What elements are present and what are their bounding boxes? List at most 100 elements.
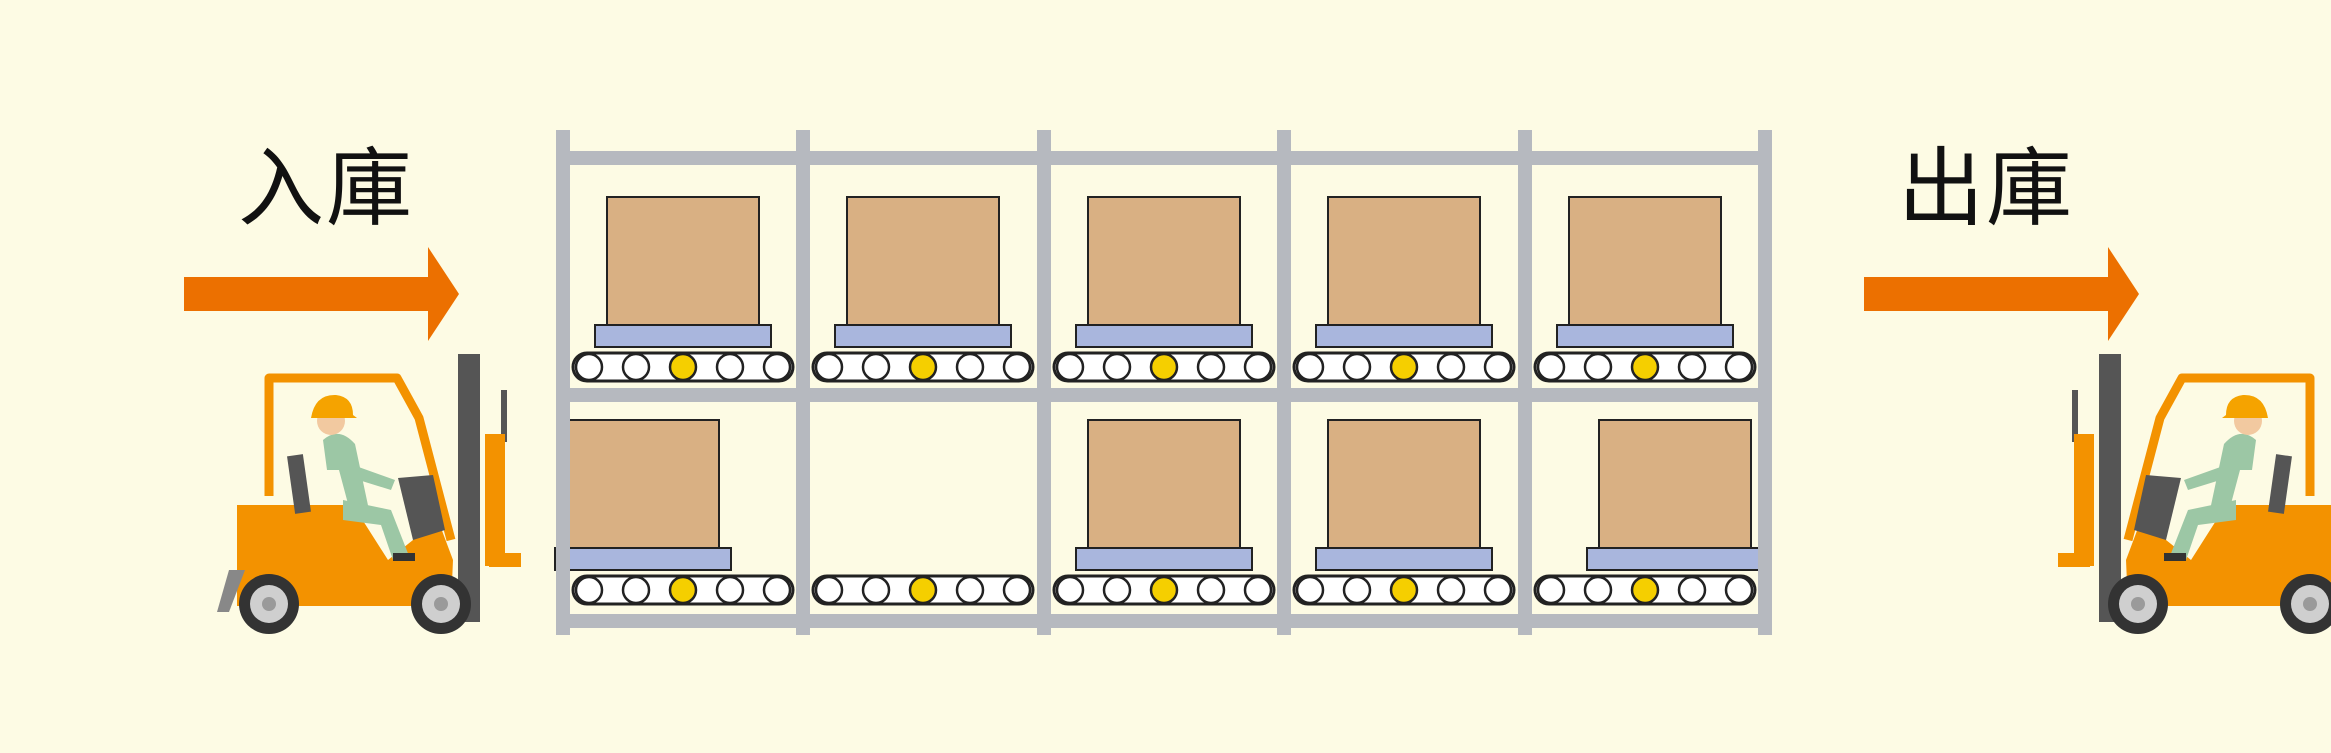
dashboard (398, 475, 445, 540)
roller (1677, 575, 1707, 605)
forklift-mast (458, 354, 480, 622)
carton-on-pallet (554, 419, 732, 571)
roller-conveyor (1533, 574, 1757, 606)
conveyors (571, 351, 1757, 606)
roller (1055, 575, 1085, 605)
worker-helmet (311, 394, 357, 418)
rack-beam (560, 614, 1770, 628)
pallet (554, 547, 732, 571)
roller (1677, 352, 1707, 382)
pallet (1315, 324, 1493, 348)
roller (1196, 352, 1226, 382)
roller (1002, 352, 1032, 382)
outbound-label: 出庫 (1898, 139, 2074, 239)
forklift-carriage (2074, 434, 2094, 566)
worker-shoe (2164, 553, 2186, 561)
rack-post (1518, 130, 1532, 635)
forklift-mast-rail (2072, 390, 2078, 442)
outbound-forklift (2058, 354, 2331, 634)
roller-highlight (1149, 352, 1179, 382)
seat-back (287, 454, 311, 514)
roller-conveyor (571, 351, 795, 383)
wheel-center (262, 597, 276, 611)
roller (955, 352, 985, 382)
roller (621, 352, 651, 382)
worker-helmet (2222, 394, 2268, 418)
roller-conveyor (1292, 351, 1516, 383)
roller-conveyor (811, 574, 1035, 606)
rack-posts (556, 130, 1772, 635)
worker-torso (323, 433, 369, 515)
roller (621, 575, 651, 605)
inbound-arrow (184, 247, 459, 341)
forklift-fork (2058, 553, 2090, 567)
roller (762, 575, 792, 605)
roller (1243, 575, 1273, 605)
inbound-label: 入庫 (238, 139, 414, 239)
forklifts (217, 354, 2331, 634)
rack-post (1037, 130, 1051, 635)
roller-highlight (1389, 575, 1419, 605)
wheel-center (2131, 597, 2145, 611)
pallet (1556, 324, 1734, 348)
roller-conveyor (811, 351, 1035, 383)
rack-beam (560, 388, 1770, 402)
roller-highlight (1630, 575, 1660, 605)
roller (1102, 352, 1132, 382)
rack-post (1277, 130, 1291, 635)
carton (846, 196, 1000, 326)
carton-on-pallet (1556, 196, 1734, 348)
roller-highlight (908, 575, 938, 605)
roller-highlight (1630, 352, 1660, 382)
roller (1102, 575, 1132, 605)
worker-torso (2210, 433, 2256, 515)
roller-highlight (1389, 352, 1419, 382)
overhead-guard (264, 373, 456, 542)
carton-on-pallet (1586, 419, 1764, 571)
flow-arrows (184, 247, 2139, 341)
roller (1583, 352, 1613, 382)
outbound-arrow (1864, 247, 2139, 341)
roller (1724, 352, 1754, 382)
carton-on-pallet (594, 196, 772, 348)
wheel-center (434, 597, 448, 611)
roller-highlight (668, 575, 698, 605)
carton (1327, 419, 1481, 549)
roller-conveyor (1292, 574, 1516, 606)
cartons (554, 196, 1764, 571)
forklift-body (237, 505, 453, 606)
roller (715, 352, 745, 382)
roller (1055, 352, 1085, 382)
overhead-guard (2123, 373, 2315, 542)
carton (1087, 196, 1241, 326)
roller (1342, 575, 1372, 605)
pallet (834, 324, 1012, 348)
roller (1295, 575, 1325, 605)
carton (1598, 419, 1752, 549)
forklift-mast (2099, 354, 2121, 622)
rear-step (217, 570, 245, 612)
worker-shoe (393, 553, 415, 561)
pallet (1075, 324, 1253, 348)
pallet (1075, 547, 1253, 571)
roller (574, 352, 604, 382)
roller (814, 352, 844, 382)
wheel-center (2303, 597, 2317, 611)
forklift-body (2126, 505, 2331, 606)
forklift-fork (489, 553, 521, 567)
roller (762, 352, 792, 382)
roller-conveyor (1533, 351, 1757, 383)
roller (861, 575, 891, 605)
rack-frame (560, 151, 1770, 628)
carton (1327, 196, 1481, 326)
roller-highlight (668, 352, 698, 382)
roller (1002, 575, 1032, 605)
roller (1196, 575, 1226, 605)
carton-on-pallet (1315, 419, 1493, 571)
roller (1724, 575, 1754, 605)
roller (1536, 575, 1566, 605)
roller (1295, 352, 1325, 382)
worker-leg (343, 500, 409, 560)
roller (1436, 352, 1466, 382)
